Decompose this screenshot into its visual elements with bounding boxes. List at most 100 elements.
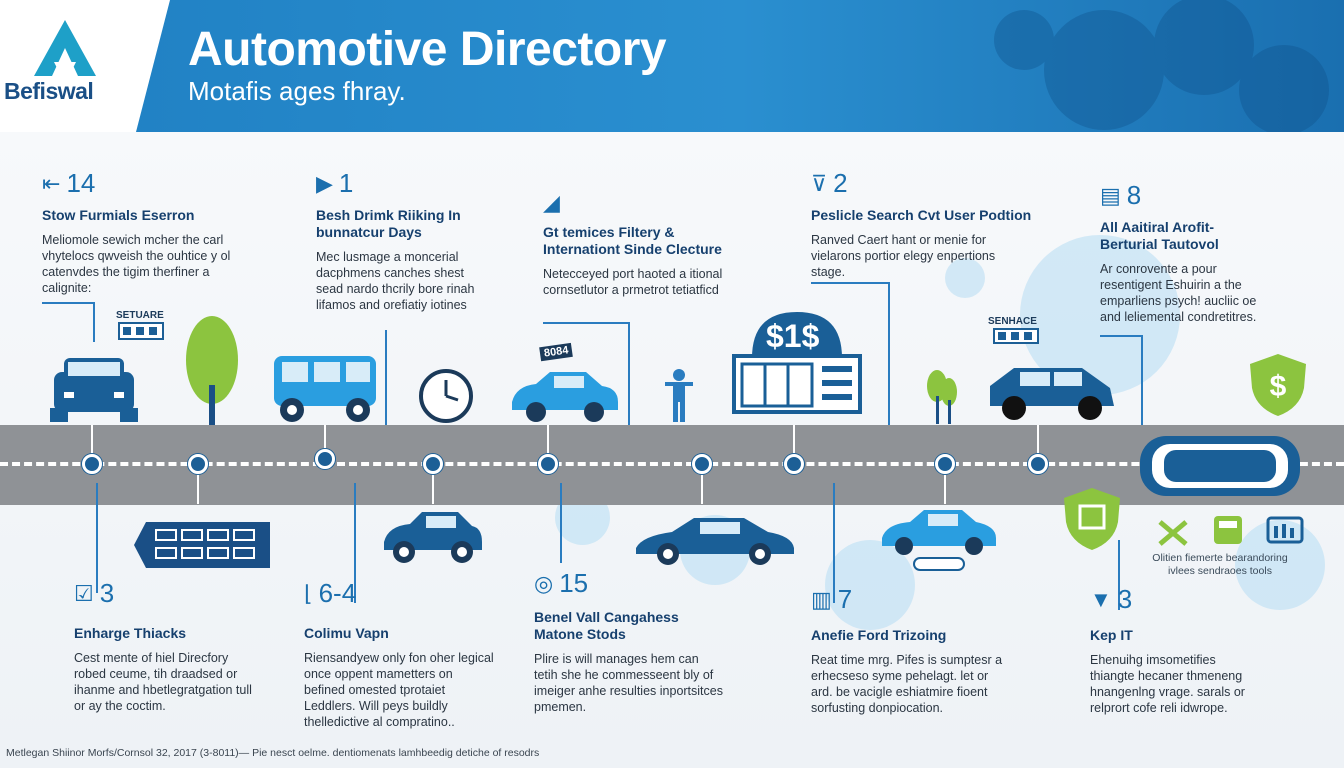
timeline-node[interactable] xyxy=(538,454,558,474)
step-bottom-3: ◎15 Benel Vall Cangahess Matone Stods Pl… xyxy=(534,568,754,715)
play-icon: ▶ xyxy=(316,170,333,196)
logo-text[interactable]: Befiswal xyxy=(4,78,94,104)
step-heading: Enharge Thiacks xyxy=(74,625,187,641)
timeline-node[interactable] xyxy=(423,454,443,474)
step-bottom-1: ☑3 Enharge Thiacks Cest mente of hiel Di… xyxy=(74,578,294,714)
calculator-icon xyxy=(1214,516,1242,544)
logo-icon xyxy=(34,20,96,76)
step-heading: Peslicle Search Cvt User Podtion xyxy=(811,207,1032,223)
connector xyxy=(432,466,434,504)
car-icon xyxy=(50,358,138,422)
sedan-icon xyxy=(636,518,794,565)
step-heading: Benel Vall Cangahess Matone Stods xyxy=(534,609,679,642)
timeline-node[interactable] xyxy=(315,449,335,469)
timeline-node[interactable] xyxy=(935,454,955,474)
step-body: Reat time mrg. Pifes is sumptesr a erhec… xyxy=(811,653,1003,715)
step-top-3: ◢ Gt temices Filtery & Internationt Sind… xyxy=(543,190,763,298)
svg-text:$: $ xyxy=(1270,370,1287,403)
connector xyxy=(1141,335,1143,435)
connector xyxy=(811,282,889,284)
decor-bubble xyxy=(945,258,985,298)
connector xyxy=(547,425,549,457)
step-top-1: ⇤14 Stow Furmials Eserron Meliomole sewi… xyxy=(42,168,262,296)
chart-icon: ▤ xyxy=(1100,182,1121,208)
step-number: 14 xyxy=(66,168,96,198)
step-heading: All Aaitiral Arofit- Berturial Tautovol xyxy=(1100,219,1219,252)
connector xyxy=(888,282,890,430)
step-heading: Stow Furmials Eserron xyxy=(42,207,195,223)
step-number: 3 xyxy=(1117,584,1133,614)
dashboard-sign-icon xyxy=(134,522,270,568)
sign-icon xyxy=(993,328,1039,344)
arrow-icon: ⇤ xyxy=(42,170,61,196)
connector xyxy=(1100,335,1142,337)
step-heading: Anefie Ford Trizoing xyxy=(811,627,947,643)
document-icon: ▥ xyxy=(811,586,832,612)
tree-icon xyxy=(186,316,238,425)
bank-icon xyxy=(732,312,862,414)
sign-label: SENHACE xyxy=(988,316,1037,327)
step-body: Ar conrovente a pour resentigent Eshuiri… xyxy=(1100,262,1257,324)
connector xyxy=(944,466,946,504)
step-number: 1 xyxy=(338,168,354,198)
step-bottom-5: ▼3 Kep IT Ehenuihg imsometifies thiangte… xyxy=(1090,584,1310,716)
connector xyxy=(91,425,93,463)
header xyxy=(0,0,1344,132)
decor-bubble xyxy=(825,540,915,630)
timeline-node[interactable] xyxy=(784,454,804,474)
person-icon xyxy=(665,369,693,422)
down-arrow-icon: ▼ xyxy=(1090,586,1112,612)
car-icon xyxy=(384,512,482,563)
connector xyxy=(385,330,387,430)
connector xyxy=(324,425,326,457)
connector xyxy=(93,302,95,342)
connector xyxy=(543,322,628,324)
step-body: Mec lusmage a moncerial dacphmens canche… xyxy=(316,250,475,312)
ticket-shield-icon xyxy=(1064,488,1120,550)
step-top-2: ▶1 Besh Drimk Riiking In bunnatcur Days … xyxy=(316,168,536,313)
page-title: Automotive Directory xyxy=(188,23,667,76)
timeline-node[interactable] xyxy=(692,454,712,474)
lane-marking xyxy=(0,462,1344,466)
step-number: 2 xyxy=(833,168,848,198)
connector xyxy=(1037,425,1039,457)
step-body: Meliomole sewich mcher the carl vhyteloc… xyxy=(42,233,231,295)
bracket-icon: ⌊ xyxy=(304,580,313,606)
car-icon xyxy=(882,510,996,571)
connector xyxy=(833,483,835,603)
monitor-icon xyxy=(1266,516,1304,544)
car-icon xyxy=(512,372,618,422)
clock-icon xyxy=(419,369,473,423)
connector xyxy=(354,483,356,603)
connector xyxy=(197,466,199,504)
step-bottom-2: ⌊6-4 Colimu Vapn Riensandyew only fon oh… xyxy=(304,578,524,730)
sign-icon xyxy=(118,322,164,340)
step-body: Ehenuihg imsometifies thiangte hecaner t… xyxy=(1090,653,1245,715)
timeline-node[interactable] xyxy=(1028,454,1048,474)
world-map-graphic xyxy=(994,0,1329,132)
step-number: 15 xyxy=(559,568,589,598)
step-body: Netecceyed port haoted a itional cornset… xyxy=(543,267,723,297)
step-body: Ranved Caert hant or menie for vielarons… xyxy=(811,233,996,279)
step-number: 6-4 xyxy=(318,578,357,608)
tree-icon xyxy=(927,370,957,424)
van-icon xyxy=(274,356,376,422)
timeline-node[interactable] xyxy=(188,454,208,474)
step-top-5: ▤8 All Aaitiral Arofit- Berturial Tautov… xyxy=(1100,180,1320,325)
step-heading: Kep IT xyxy=(1090,627,1133,643)
step-body: Riensandyew only fon oher legical once o… xyxy=(304,651,494,729)
sign-label: SETUARE xyxy=(116,310,164,321)
step-top-4: ⊽2 Peslicle Search Cvt User Podtion Ranv… xyxy=(811,168,1031,280)
connector xyxy=(560,483,562,563)
signal-icon: ◢ xyxy=(543,190,560,215)
side-note: Olitien fiemerte bearandoring ivlees sen… xyxy=(1152,552,1288,577)
connector xyxy=(701,466,703,504)
step-heading: Gt temices Filtery & Internationt Sinde … xyxy=(543,224,722,257)
car-topview-icon xyxy=(1140,436,1300,496)
timeline-node[interactable] xyxy=(82,454,102,474)
step-body: Cest mente of hiel Direcfory robed ceume… xyxy=(74,651,252,713)
dollar-shield-icon: $ xyxy=(1250,354,1306,416)
globe-icon: ◎ xyxy=(534,570,554,596)
step-number: 8 xyxy=(1126,180,1142,210)
tools-icon xyxy=(1158,520,1188,546)
